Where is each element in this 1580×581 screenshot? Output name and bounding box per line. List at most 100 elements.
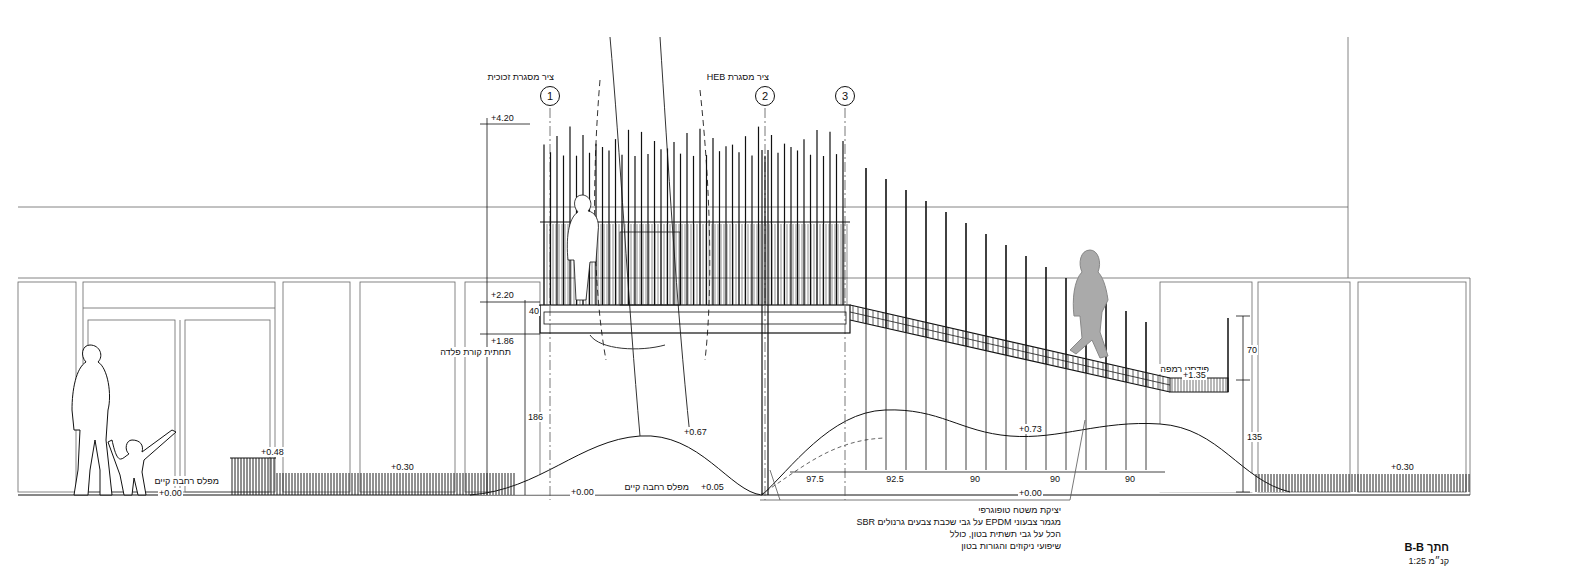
paving-hatch-line <box>367 473 368 495</box>
paving-hatch-line <box>1412 474 1413 492</box>
ramp-post <box>1086 373 1087 470</box>
screen-slat <box>660 149 661 305</box>
paving-hatch-line <box>496 473 497 495</box>
landing-baluster <box>1205 378 1206 392</box>
dimension-line <box>1243 316 1244 492</box>
ramp-baluster <box>1033 347 1034 361</box>
screen-slat <box>563 156 564 305</box>
rail-slat <box>769 224 770 305</box>
dimension-tick <box>1236 316 1250 317</box>
paving-hatch-line <box>493 473 494 495</box>
paving-hatch-line <box>436 473 437 495</box>
facade-line <box>1470 278 1471 495</box>
ramp-baluster <box>953 328 954 343</box>
adult-figure <box>72 345 112 495</box>
paving-hatch-line <box>307 473 308 495</box>
paving-hatch-line <box>1328 474 1329 492</box>
screen-pole <box>965 223 967 346</box>
drawing-label: +0.73 <box>1018 424 1043 434</box>
landing-baluster <box>1202 378 1203 392</box>
paving-hatch-line <box>1442 474 1443 492</box>
rail-slat <box>685 224 686 305</box>
paving-hatch-line <box>484 473 485 495</box>
ramp-baluster <box>928 323 929 338</box>
paving-hatch-line <box>1421 474 1422 492</box>
paving-hatch-line <box>316 473 317 495</box>
screen-slat <box>764 156 765 305</box>
screen-slat <box>751 155 752 305</box>
paving-hatch-line <box>319 473 320 495</box>
ramp-post <box>1046 364 1047 470</box>
column <box>761 150 762 495</box>
ramp-post <box>906 333 907 470</box>
screen-slat <box>641 132 642 305</box>
person-on-platform <box>567 195 598 300</box>
ramp-baluster <box>978 334 979 349</box>
paving-hatch-line <box>289 473 290 495</box>
rail-slat <box>835 224 836 305</box>
ramp-baluster <box>1118 366 1119 380</box>
drawing-label: +0.48 <box>260 447 285 457</box>
grid-axis <box>550 108 551 500</box>
ramp-post <box>926 337 927 470</box>
paving-hatch-line <box>1277 474 1278 492</box>
ramp-baluster <box>873 310 874 325</box>
paving-hatch-line <box>1283 474 1284 492</box>
rail-slat <box>601 224 602 305</box>
paving-hatch-line <box>1334 474 1335 492</box>
screen-slat <box>771 135 772 305</box>
paving-hatch-line <box>1427 474 1428 492</box>
ramp-baluster <box>1143 372 1144 386</box>
paving-hatch-line <box>364 473 365 495</box>
paving-hatch-line <box>382 473 383 495</box>
screen-slat <box>725 146 726 305</box>
rail-slat <box>757 224 758 305</box>
rail-slat <box>775 224 776 305</box>
screen-slat <box>797 150 798 305</box>
paving-hatch-line <box>343 473 344 495</box>
drawing-label: ציר מסגרת זכוכית <box>486 72 555 82</box>
rail-slat <box>703 224 704 305</box>
paving-hatch-line <box>265 458 266 495</box>
window-frame <box>180 320 181 492</box>
rail-slat <box>847 224 848 305</box>
ramp-baluster <box>1008 341 1009 356</box>
paving-hatch-line <box>358 473 359 495</box>
paving-hatch-line <box>1310 474 1311 492</box>
facade-line <box>1348 37 1349 278</box>
landing-baluster <box>1196 378 1197 392</box>
paving-hatch-line <box>1382 474 1383 492</box>
paving-hatch-line <box>1292 474 1293 492</box>
paving-hatch-line <box>1424 474 1425 492</box>
landing-baluster <box>1220 378 1221 392</box>
paving-hatch-line <box>241 458 242 495</box>
screen-pole <box>1065 278 1067 369</box>
drawing-label: +1.86 <box>490 336 515 346</box>
ramp-baluster <box>1163 376 1164 390</box>
screen-pole <box>945 212 947 342</box>
rail-slat <box>649 224 650 305</box>
paving-hatch-line <box>310 473 311 495</box>
paving-hatch-line <box>379 473 380 495</box>
screen-slat <box>790 147 791 305</box>
rail-slat <box>724 224 725 305</box>
paving-hatch-line <box>448 473 449 495</box>
ramp-baluster <box>923 322 924 337</box>
paving-hatch-line <box>1271 474 1272 492</box>
paving-hatch-line <box>469 473 470 495</box>
ramp-baluster <box>868 309 869 324</box>
paving-hatch-line <box>385 473 386 495</box>
paving-hatch-line <box>331 473 332 495</box>
rail-slat <box>709 224 710 305</box>
screen-pole <box>865 168 867 324</box>
ramp-baluster <box>1093 360 1094 374</box>
rail-slat <box>730 224 731 305</box>
paving-hatch-line <box>1415 474 1416 492</box>
paving-hatch-line <box>424 473 425 495</box>
rail-slat <box>637 224 638 305</box>
bench-top <box>230 458 276 459</box>
ramp-baluster <box>973 333 974 348</box>
ramp-baluster <box>1013 342 1014 356</box>
paving-hatch-line <box>247 458 248 495</box>
